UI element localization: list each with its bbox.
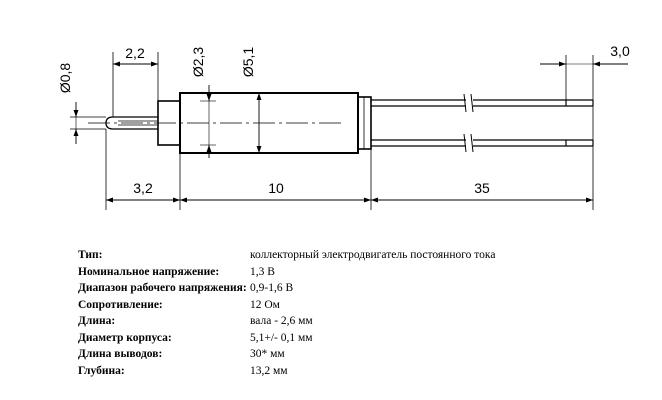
spec-value: вала - 2,6 мм — [250, 315, 313, 327]
spec-value: 0,9-1,6 В — [250, 282, 294, 294]
spec-value: коллекторный электродвигатель постоянног… — [250, 249, 496, 261]
spec-label: Длина: — [78, 315, 116, 327]
spec-label: Сопротивление: — [78, 298, 163, 311]
spec-label: Номинальное напряжение: — [78, 265, 220, 278]
dim-label-shaft-diameter: Ø0,8 — [57, 63, 73, 94]
dim-label-body-diameter: Ø5,1 — [240, 47, 256, 78]
dim-label-lead-offset: 3,0 — [610, 43, 630, 59]
dim-label-lead-length: 35 — [474, 180, 490, 196]
spec-label: Тип: — [78, 249, 103, 261]
spec-label: Диапазон рабочего напряжения: — [78, 282, 247, 294]
rear-end-cap — [357, 96, 372, 150]
dim-label-body-length: 10 — [268, 180, 284, 196]
spec-label: Диаметр корпуса: — [78, 331, 172, 344]
spec-value: 12 Ом — [250, 298, 280, 311]
spec-label: Длина выводов: — [78, 348, 163, 360]
dim-label-shaft-length: 2,2 — [125, 45, 145, 61]
spec-value: 1,3 В — [250, 265, 275, 278]
motor-technical-drawing: 2,2 3,0 3,2 10 35 Ø0,8 Ø2,3 Ø5,1 — [57, 43, 630, 210]
dim-label-bushing-diameter: Ø2,3 — [190, 47, 206, 78]
lead-wire-top — [371, 93, 594, 113]
spec-value: 30* мм — [250, 348, 285, 360]
dim-label-front-length: 3,2 — [133, 180, 153, 196]
spec-value: 13,2 мм — [250, 364, 288, 377]
spec-value: 5,1+/- 0,1 мм — [250, 331, 313, 344]
lead-wire-bottom — [371, 133, 594, 153]
spec-label: Глубина: — [78, 364, 125, 377]
